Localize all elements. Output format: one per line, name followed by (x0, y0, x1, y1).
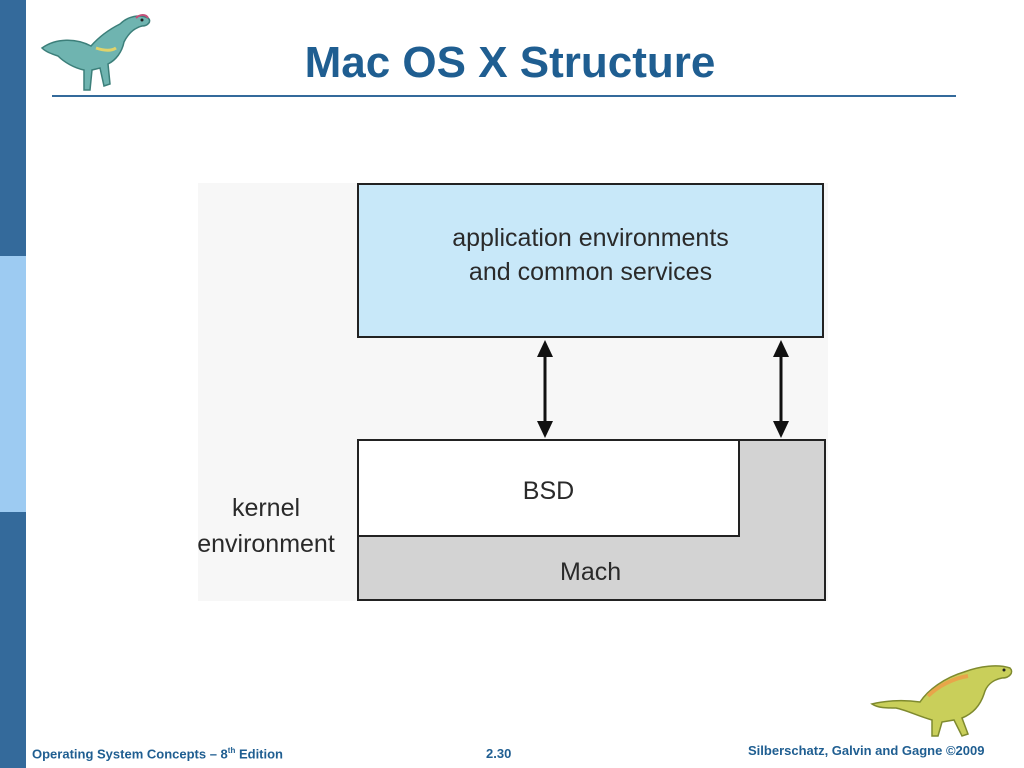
footer-book-title-suffix: Edition (235, 746, 284, 762)
kernel-label-line-2: environment (197, 530, 335, 558)
left-stripe-bottom (0, 512, 26, 768)
left-stripe-middle (0, 256, 26, 512)
footer-book-title: Operating System Concepts – 8th Edition (32, 746, 283, 761)
mach-label: Mach (560, 558, 622, 586)
kernel-label-line-1: kernel (231, 494, 301, 522)
left-stripe-top (0, 0, 26, 256)
footer-book-title-prefix: Operating System Concepts – 8 (32, 746, 228, 762)
app-label-line-2: and common services (468, 258, 713, 286)
footer-copyright: Silberschatz, Galvin and Gagne ©2009 (748, 743, 985, 758)
application-environments-label: application environments and common serv… (359, 221, 822, 289)
title-divider (52, 95, 956, 97)
dinosaur-logo-icon (40, 14, 151, 91)
bsd-box: BSD (357, 439, 740, 537)
bsd-label: BSD (522, 477, 575, 505)
page-number: 2.30 (486, 746, 512, 761)
kernel-environment-label: kernel environment (196, 490, 336, 562)
footer-book-title-sup: th (227, 746, 236, 755)
page-title: Mac OS X Structure (304, 38, 716, 87)
dinosaur-footer-icon (870, 665, 1013, 737)
app-label-line-1: application environments (452, 224, 729, 252)
application-environments-box: application environments and common serv… (357, 183, 824, 338)
